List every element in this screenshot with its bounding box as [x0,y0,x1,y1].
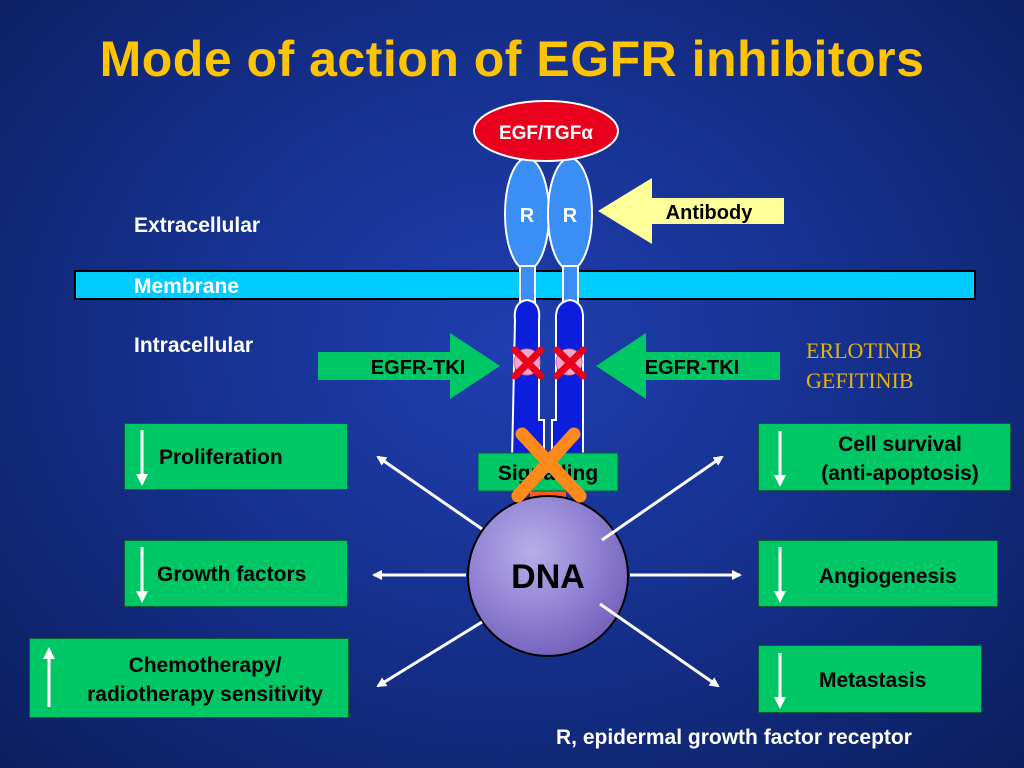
dna-arrow-cell-survival [601,455,724,542]
effect-label-cell-survival: Cell survival (anti-apoptosis) [789,430,1011,488]
effect-box-cell-survival: Cell survival (anti-apoptosis) [758,423,1011,491]
antibody-arrow [598,178,784,244]
receptor-right-intracellular [551,298,585,461]
effect-label-growth-factors: Growth factors [157,563,307,586]
footer-note: R, epidermal growth factor receptor [556,726,912,749]
receptor-right-transmembrane [562,265,579,303]
intracellular-label: Intracellular [134,334,254,357]
cell-survival-line-2: (anti-apoptosis) [821,462,979,485]
cell-survival-line-1: Cell survival [838,433,962,456]
antibody-label: Antibody [666,202,754,224]
effect-label-proliferation: Proliferation [159,446,283,469]
page-title: Mode of action of EGFR inhibitors [99,31,925,87]
receptor-label-right: R [563,205,578,227]
drug-gefitinib: GEFITINIB [806,368,914,393]
drug-erlotinib: ERLOTINIB [806,338,923,363]
down-arrow-icon [136,430,148,486]
egfr-tki-arrow-left [318,333,500,399]
receptor-label-left: R [520,205,535,227]
membrane-label: Membrane [134,275,240,298]
up-arrow-icon [43,647,55,707]
effect-box-proliferation: Proliferation [124,423,348,490]
down-arrow-icon [136,547,148,603]
effect-label-chemotherapy: Chemotherapy/ radiotherapy sensitivity [60,651,350,709]
receptor-left-intracellular [510,298,545,461]
effect-box-metastasis: Metastasis [758,645,982,713]
effect-box-growth-factors: Growth factors [124,540,348,607]
dna-sphere [467,495,629,657]
dna-label: DNA [511,558,585,596]
receptor-left-transmembrane [519,265,536,303]
egfr-tki-label-left: EGFR-TKI [371,357,465,379]
drug-list: ERLOTINIB GEFITINIB [806,336,922,396]
egfr-tki-arrow-right [596,333,780,399]
dna-arrow-chemotherapy [376,620,483,688]
chemo-line-2: radiotherapy sensitivity [87,683,323,706]
block-x-signalling [511,427,587,503]
dna-arrow-proliferation [376,455,483,531]
ligand-label: EGF/TGFα [499,123,593,144]
effect-label-angiogenesis: Angiogenesis [819,565,957,588]
effect-box-chemotherapy: Chemotherapy/ radiotherapy sensitivity [29,638,349,718]
down-arrow-icon [774,653,786,709]
effect-box-angiogenesis: Angiogenesis [758,540,998,607]
down-arrow-icon [774,431,786,487]
effect-label-metastasis: Metastasis [819,669,927,692]
extracellular-label: Extracellular [134,214,261,237]
egfr-tki-label-right: EGFR-TKI [645,357,739,379]
ligand-ellipse [473,100,619,162]
down-arrow-icon [774,547,786,603]
chemo-line-1: Chemotherapy/ [128,654,282,677]
block-x-right [553,346,587,380]
dna-arrow-metastasis [599,602,720,688]
block-x-left [511,346,545,380]
